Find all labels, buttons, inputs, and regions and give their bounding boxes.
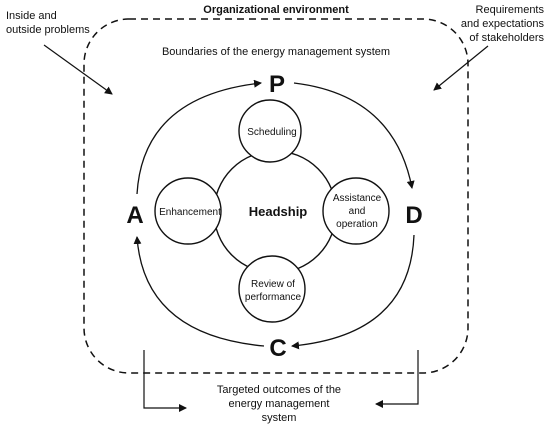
scheduling-circle bbox=[238, 99, 302, 163]
boundary-label: Boundaries of the energy management syst… bbox=[162, 46, 390, 58]
requirements-arrow bbox=[433, 45, 489, 91]
requirements-line-1: Requirements bbox=[476, 4, 545, 16]
inside-outside-arrow bbox=[43, 44, 113, 95]
pdca-p: P bbox=[269, 71, 285, 98]
assistance-label-3: operation bbox=[336, 219, 378, 230]
title: Organizational environment bbox=[203, 4, 349, 16]
pdca-d: D bbox=[405, 202, 422, 229]
headship-label: Headship bbox=[249, 204, 308, 219]
outcome-line-2: energy management bbox=[229, 398, 330, 410]
review-label-1: Review of bbox=[251, 279, 295, 290]
assistance-label-1: Assistance bbox=[333, 193, 382, 204]
pdca-a: A bbox=[126, 202, 143, 229]
review-circle bbox=[238, 255, 306, 323]
assistance-circle bbox=[322, 177, 390, 245]
outcome-line-3: system bbox=[262, 412, 297, 424]
outcome-line-1: Targeted outcomes of the bbox=[217, 384, 341, 396]
boundary-dashed-frame bbox=[83, 18, 469, 374]
inside-outside-line-1: Inside and bbox=[6, 10, 57, 22]
c-to-a-arrow bbox=[133, 236, 265, 347]
a-to-p-arrow bbox=[136, 79, 262, 195]
review-label-2: performance bbox=[245, 292, 302, 303]
p-to-d-arrow bbox=[293, 82, 415, 189]
right-outcome-arrow bbox=[375, 350, 419, 408]
pdca-c: C bbox=[269, 335, 286, 362]
inside-outside-line-2: outside problems bbox=[6, 24, 90, 36]
d-to-c-arrow bbox=[291, 234, 415, 350]
requirements-line-3: of stakeholders bbox=[469, 32, 544, 44]
enhancement-label: Enhancement bbox=[159, 207, 221, 218]
assistance-label-2: and bbox=[349, 206, 366, 217]
requirements-line-2: and expectations bbox=[461, 18, 545, 30]
enhancement-circle bbox=[154, 177, 222, 245]
left-outcome-arrow bbox=[143, 350, 187, 412]
scheduling-label: Scheduling bbox=[247, 127, 296, 138]
